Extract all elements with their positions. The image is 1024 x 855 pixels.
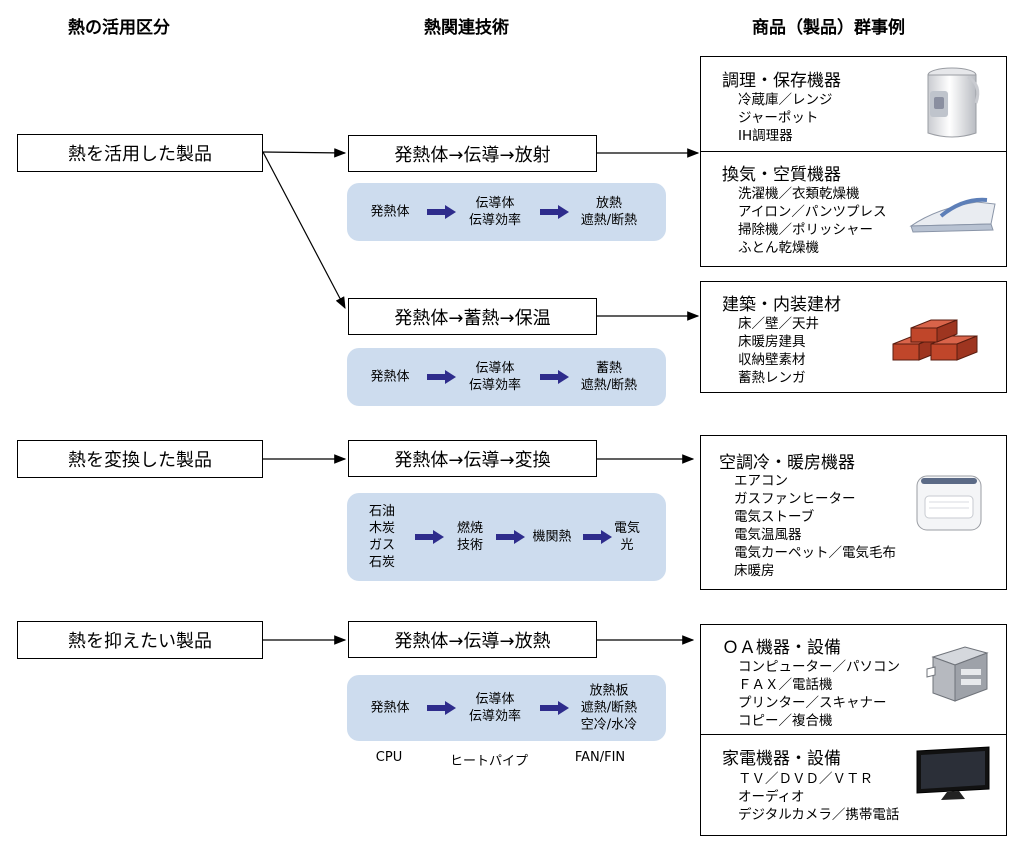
connector-c1-t1: [262, 148, 347, 158]
category-heat-suppressing: 熱を抑えたい製品: [17, 621, 263, 659]
process-arrow-icon: [583, 530, 612, 544]
product-item: 床／壁／天井: [738, 316, 819, 332]
product-section-ventilation: 換気・空質機器 洗濯機／衣類乾燥機 アイロン／パンツプレス 掃除機／ポリッシャー…: [701, 152, 1006, 268]
pot-icon: [927, 67, 980, 138]
panel-step-output: 放熱板遮熱/断熱空冷/水冷: [580, 683, 638, 733]
product-item: 床暖房: [734, 563, 775, 579]
product-item: コピー／複合機: [738, 713, 833, 729]
panel-step-output: 蓄熱遮熱/断熱: [580, 361, 638, 393]
panel-step-source: 発熱体: [370, 204, 410, 220]
product-item: 床暖房建具: [738, 334, 806, 350]
product-item: 電気温風器: [734, 527, 802, 543]
product-item: 蓄熱レンガ: [738, 370, 806, 386]
product-item: デジタルカメラ／携帯電話: [738, 807, 900, 823]
process-arrow-icon: [427, 205, 456, 219]
product-item: 冷蔵庫／レンジ: [738, 92, 833, 108]
product-section-title: ＯＡ機器・設備: [722, 638, 841, 658]
process-arrow-icon: [496, 530, 525, 544]
iron-icon: [909, 197, 996, 233]
process-panel-conversion: 石油木炭ガス石炭 燃焼技術 機関熱 電気光: [347, 493, 666, 581]
product-group-building: 建築・内装建材 床／壁／天井 床暖房建具 収納壁素材 蓄熱レンガ: [700, 281, 1007, 393]
process-panel-heat-storage: 発熱体 伝導体伝導効率 蓄熱遮熱/断熱: [347, 348, 666, 406]
category-heat-converting: 熱を変換した製品: [17, 440, 263, 478]
process-panel-radiation: 発熱体 伝導体伝導効率 放熱遮熱/断熱: [347, 183, 666, 241]
product-group-oa-appliances: ＯＡ機器・設備 コンピューター／パソコン ＦＡＸ／電話機 プリンター／スキャナー…: [700, 624, 1007, 836]
product-section-title: 家電機器・設備: [722, 749, 841, 769]
product-item: 電気カーペット／電気毛布: [734, 545, 896, 561]
panel-step-source: 発熱体: [370, 369, 410, 385]
process-arrow-icon: [540, 701, 569, 715]
caption-heat-pipe: ヒートパイプ: [449, 754, 529, 769]
product-item: コンピューター／パソコン: [738, 659, 900, 675]
caption-fan-fin: FAN/FIN: [574, 750, 626, 765]
product-item: エアコン: [734, 473, 788, 489]
panel-step-conduction: 伝導体伝導効率: [468, 196, 522, 228]
product-item: IH調理器: [738, 128, 793, 144]
tech-conversion: 発熱体→伝導→変換: [348, 440, 597, 477]
tv-icon: [916, 746, 990, 800]
bricks-icon: [892, 319, 978, 361]
connector-c1-t2: [262, 151, 346, 310]
heater-icon: [916, 475, 982, 531]
product-item: アイロン／パンツプレス: [738, 204, 887, 220]
product-item: ＴＶ／ＤＶＤ／ＶＴＲ: [738, 771, 873, 787]
header-heat-technology: 熱関連技術: [424, 18, 509, 38]
product-section-title: 建築・内装建材: [722, 295, 841, 315]
product-item: プリンター／スキャナー: [738, 695, 887, 711]
panel-step-output: 放熱遮熱/断熱: [580, 196, 638, 228]
panel-step-engine-heat: 機関熱: [532, 529, 572, 545]
tech-heat-storage: 発熱体→蓄熱→保温: [348, 298, 597, 335]
panel-step-combustion: 燃焼技術: [456, 521, 484, 553]
process-arrow-icon: [540, 205, 569, 219]
caption-cpu: CPU: [375, 750, 403, 765]
product-item: 洗濯機／衣類乾燥機: [738, 186, 860, 202]
product-item: オーディオ: [738, 789, 805, 805]
category-heat-utilizing: 熱を活用した製品: [17, 134, 263, 172]
product-section-title: 空調冷・暖房機器: [719, 453, 855, 473]
header-usage-category: 熱の活用区分: [68, 18, 170, 38]
product-item: ＦＡＸ／電話機: [738, 677, 833, 693]
product-item: ふとん乾燥機: [738, 240, 819, 256]
tech-heat-dissipation: 発熱体→伝導→放熱: [348, 621, 597, 658]
copier-icon: [926, 646, 989, 702]
tech-radiation: 発熱体→伝導→放射: [348, 135, 597, 172]
product-section-title: 調理・保存機器: [722, 71, 841, 91]
process-arrow-icon: [427, 701, 456, 715]
process-arrow-icon: [427, 370, 456, 384]
panel-step-fuel: 石油木炭ガス石炭: [368, 504, 396, 570]
panel-step-conduction: 伝導体伝導効率: [468, 692, 522, 724]
product-item: ジャーポット: [738, 110, 819, 126]
product-section-title: 換気・空質機器: [722, 165, 841, 185]
product-section-cooking: 調理・保存機器 冷蔵庫／レンジ ジャーポット IH調理器: [701, 57, 1006, 151]
product-group-cooking-ventilation: 調理・保存機器 冷蔵庫／レンジ ジャーポット IH調理器 換気・空質機器 洗濯機…: [700, 56, 1007, 267]
product-item: ガスファンヒーター: [734, 491, 856, 507]
product-item: 掃除機／ポリッシャー: [738, 222, 873, 238]
process-arrow-icon: [415, 530, 444, 544]
product-section-oa: ＯＡ機器・設備 コンピューター／パソコン ＦＡＸ／電話機 プリンター／スキャナー…: [701, 625, 1006, 734]
process-panel-heat-dissipation: 発熱体 伝導体伝導効率 放熱板遮熱/断熱空冷/水冷: [347, 675, 666, 741]
header-product-examples: 商品（製品）群事例: [752, 18, 905, 38]
process-arrow-icon: [540, 370, 569, 384]
product-group-air-conditioning: 空調冷・暖房機器 エアコン ガスファンヒーター 電気ストーブ 電気温風器 電気カ…: [700, 435, 1007, 590]
panel-step-source: 発熱体: [370, 700, 410, 716]
panel-step-conduction: 伝導体伝導効率: [468, 361, 522, 393]
panel-step-electricity: 電気光: [613, 521, 641, 553]
product-section-home-appliances: 家電機器・設備 ＴＶ／ＤＶＤ／ＶＴＲ オーディオ デジタルカメラ／携帯電話: [701, 735, 1006, 837]
product-item: 収納壁素材: [738, 352, 806, 368]
product-item: 電気ストーブ: [734, 509, 815, 525]
